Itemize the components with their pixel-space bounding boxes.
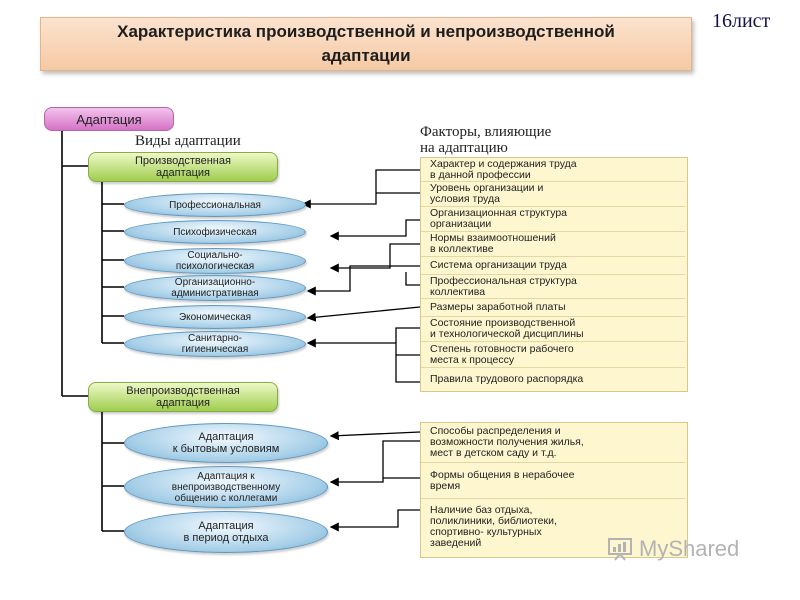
type-label: Санитарно- (187, 333, 242, 344)
type-label: Социально- (187, 250, 243, 261)
factor-line: в данной профессии (430, 168, 531, 181)
factor-line: Организационная структура (430, 207, 568, 219)
type-socio-psychological: Социально- психологическая (124, 248, 306, 274)
type-label: в период отдыха (183, 532, 269, 544)
factor-item: Размеры заработной платы (421, 299, 685, 317)
type-label: административная (171, 288, 259, 299)
type-label: Адаптация к (197, 470, 255, 482)
type-colleague-communication: Адаптация к внепроизводственному общению… (124, 466, 328, 508)
branch-non-production-line1: Внепроизводственная (126, 385, 240, 397)
factor-line: организации (430, 218, 492, 230)
watermark-text: MyShared (639, 536, 740, 561)
factors-header-line2: на адаптацию (420, 140, 508, 156)
factor-line: Наличие баз отдыха, (430, 504, 533, 516)
type-label: гигиеническая (181, 344, 249, 355)
branch-production-line1: Производственная (135, 155, 231, 167)
type-economic: Экономическая (124, 305, 306, 329)
factor-line: условия труда (430, 193, 500, 205)
branch-production-line2: адаптация (155, 167, 211, 179)
factor-line: Размеры заработной платы (430, 301, 566, 313)
type-organizational-administrative: Организационно- административная (124, 275, 306, 301)
factor-line: Правила трудового распорядка (430, 372, 584, 385)
type-label: Организационно- (174, 277, 256, 288)
factor-line: заведений (430, 537, 482, 549)
factor-line: места к процессу (430, 353, 515, 366)
factor-item: Правила трудового распорядка (421, 368, 685, 390)
factor-line: время (430, 479, 461, 492)
factor-line: поликлиники, библиотеки, (430, 515, 557, 527)
factors-header: Факторы, влияющие на адаптацию (420, 124, 551, 156)
type-label: Адаптация (198, 520, 254, 532)
factor-line: и технологической дисциплины (430, 328, 584, 340)
type-label: внепроизводственному (171, 481, 281, 493)
type-label: к бытовым условиям (172, 443, 280, 455)
factor-line: Нормы взаимоотношений (430, 232, 556, 244)
type-rest-period: Адаптация в период отдыха (124, 511, 328, 553)
type-household-conditions: Адаптация к бытовым условиям (124, 423, 328, 463)
factors-header-line1: Факторы, влияющие (420, 124, 552, 140)
factor-line: мест в детском саду и т.д. (430, 447, 557, 459)
type-label: общению с коллегами (174, 492, 278, 504)
factor-line: возможности получения жилья, (430, 436, 584, 448)
root-node-adaptation: Адаптация (44, 107, 174, 131)
branch-non-production-adaptation: Внепроизводственная адаптация (88, 382, 278, 412)
factor-item: Способы распределения и возможности полу… (421, 423, 685, 463)
type-label: психологическая (175, 261, 255, 272)
branch-non-production-line2: адаптация (155, 397, 211, 409)
factor-line: Уровень организации и (430, 182, 544, 194)
factor-line: Состояние производственной (430, 317, 576, 329)
watermark: MyShared (607, 536, 739, 562)
factor-item: Система организации труда (421, 257, 685, 275)
factor-line: Профессиональная структура (430, 274, 577, 287)
factor-line: Степень готовности рабочего (430, 342, 574, 355)
presentation-icon (608, 538, 632, 561)
factor-item: Формы общения в нерабочее время (421, 463, 685, 499)
factor-line: в коллективе (430, 243, 494, 255)
slide-title-line1: Характеристика производственной и непрои… (117, 22, 615, 41)
factor-line: Способы распределения и (430, 425, 561, 437)
factor-line: коллектива (430, 285, 486, 298)
type-label: Экономическая (178, 311, 252, 323)
type-sanitary-hygienic: Санитарно- гигиеническая (124, 331, 306, 357)
type-label: Психофизическая (173, 226, 257, 238)
branch-production-adaptation: Производственная адаптация (88, 152, 278, 182)
factor-line: спортивно- культурных (430, 526, 542, 538)
type-professional: Профессиональная (124, 193, 306, 217)
factor-line: Система организации труда (430, 259, 567, 271)
type-label: Адаптация (198, 431, 254, 443)
type-label: Профессиональная (169, 199, 261, 211)
slide-title-line2: адаптации (321, 46, 411, 65)
type-psychophysical: Психофизическая (124, 220, 306, 244)
non-production-factors-panel (420, 422, 688, 558)
factor-item: Наличие баз отдыха, поликлиники, библиот… (421, 499, 685, 555)
types-header: Виды адаптации (135, 133, 241, 149)
factor-line: Характер и содержания труда (430, 157, 577, 170)
slide-number: 16лист (712, 10, 771, 32)
slide-title: Характеристика производственной и непрои… (40, 17, 692, 71)
factor-line: Формы общения в нерабочее (430, 468, 575, 481)
